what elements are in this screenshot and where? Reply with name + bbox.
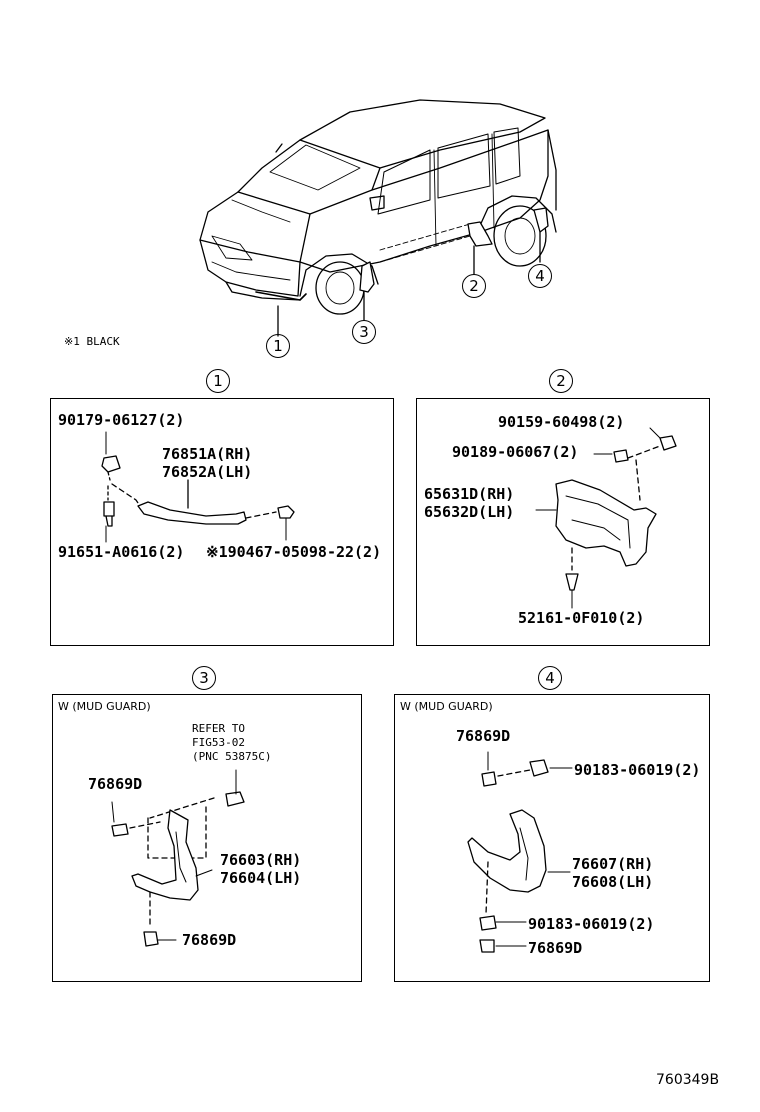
callout-1: 1: [266, 334, 290, 358]
callout-4: 4: [528, 264, 552, 288]
box4-label-c: 76607(RH): [572, 855, 654, 873]
box3-condition: W (MUD GUARD): [58, 700, 151, 713]
box2-number: 2: [549, 369, 573, 393]
box2-label-a: 90159-60498(2): [498, 413, 625, 431]
box2-label-c: 65631D(RH): [424, 485, 515, 503]
box1-label-e: ※190467-05098-22(2): [206, 543, 382, 561]
box1-panel: [50, 398, 394, 646]
box2-label-e: 52161-0F010(2): [518, 609, 645, 627]
box3-label-c: 76604(LH): [220, 869, 302, 887]
box2-label-d: 65632D(LH): [424, 503, 515, 521]
callout-2: 2: [462, 274, 486, 298]
box3-refer-line1: REFER TO: [192, 722, 245, 735]
box3-label-b: 76603(RH): [220, 851, 302, 869]
box1-number: 1: [206, 369, 230, 393]
figure-id: 760349B: [656, 1072, 720, 1088]
box3-panel: [52, 694, 362, 982]
box3-refer-line3: (PNC 53875C): [192, 750, 272, 763]
box3-refer-line2: FIG53-02: [192, 736, 245, 749]
box1-label-c: 76852A(LH): [162, 463, 253, 481]
box4-label-a: 76869D: [456, 727, 511, 745]
box4-condition: W (MUD GUARD): [400, 700, 493, 713]
box1-label-d: 91651-A0616(2): [58, 543, 185, 561]
box4-number: 4: [538, 666, 562, 690]
box4-label-d: 76608(LH): [572, 873, 654, 891]
box3-label-a: 76869D: [88, 775, 143, 793]
box2-panel: [416, 398, 710, 646]
box4-label-b: 90183-06019(2): [574, 761, 701, 779]
callout-3: 3: [352, 320, 376, 344]
box4-label-f: 76869D: [528, 939, 583, 957]
box3-number: 3: [192, 666, 216, 690]
box1-label-b: 76851A(RH): [162, 445, 253, 463]
box1-label-a: 90179-06127(2): [58, 411, 185, 429]
box4-label-e: 90183-06019(2): [528, 915, 655, 933]
vehicle-illustration: [199, 99, 557, 315]
box2-label-b: 90189-06067(2): [452, 443, 579, 461]
box3-label-d: 76869D: [182, 931, 237, 949]
black-note: ※1 BLACK: [64, 335, 120, 348]
box4-panel: [394, 694, 710, 982]
